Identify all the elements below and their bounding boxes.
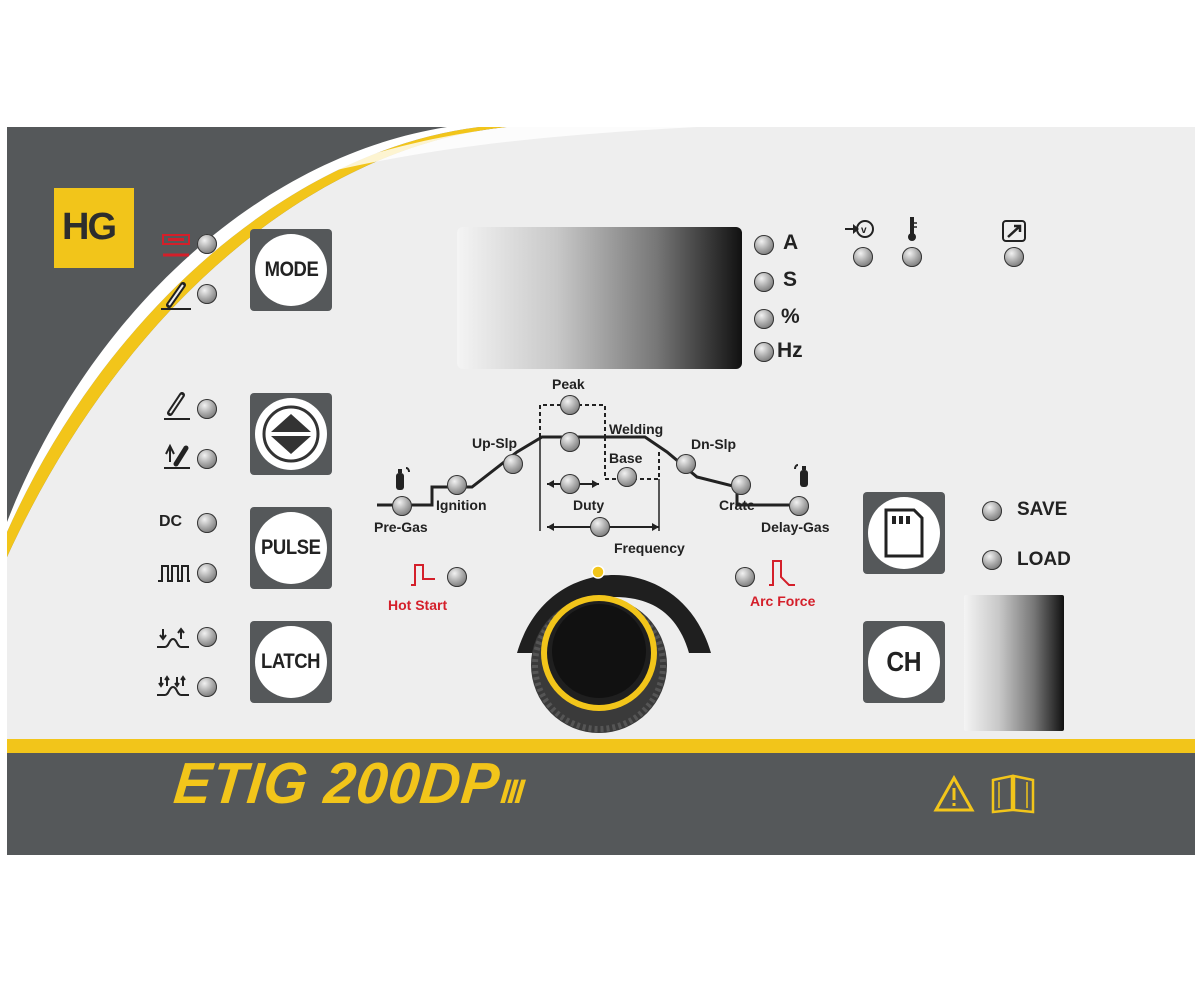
mode-stick-led — [197, 234, 217, 254]
welding-label: Welding — [609, 421, 664, 437]
latch-button-label: LATCH — [261, 650, 321, 673]
unit-a-led — [754, 235, 774, 255]
four-step-icon — [157, 675, 189, 696]
save-label: SAVE — [1017, 499, 1068, 520]
torch-lift-led — [197, 449, 217, 469]
stick-electrode-icon — [162, 234, 190, 257]
load-label: LOAD — [1017, 549, 1071, 570]
latch-button[interactable]: LATCH — [250, 621, 332, 703]
down-slope-label: Dn-Slp — [691, 436, 737, 452]
ignition-label: Ignition — [436, 497, 487, 513]
tig-torch-icon — [161, 282, 191, 310]
arc-force-label: Arc Force — [750, 593, 816, 609]
remote-control-icon — [1002, 220, 1026, 242]
warning-triangle-icon — [933, 775, 975, 812]
brand-logo-text: HG — [62, 206, 117, 248]
model-suffix: III — [498, 773, 525, 811]
delay-gas-label: Delay-Gas — [761, 519, 830, 535]
hot-start-label: Hot Start — [388, 597, 448, 613]
hot-start-led — [447, 567, 467, 587]
vrd-led — [853, 247, 873, 267]
delay-gas-led — [789, 496, 809, 516]
arc-force-icon — [769, 560, 795, 586]
unit-s-label: S — [783, 268, 798, 291]
peak-led — [560, 395, 580, 415]
gas-bottle-icon — [396, 467, 410, 490]
unit-percent-label: % — [781, 305, 800, 328]
up-slope-label: Up-Slp — [472, 435, 518, 451]
memory-button[interactable] — [863, 492, 945, 574]
duty-led — [560, 474, 580, 494]
current-adjust-button[interactable] — [250, 393, 332, 475]
svg-text:v: v — [861, 225, 867, 236]
torch-lift-icon — [164, 443, 190, 469]
two-step-icon — [157, 627, 189, 648]
dc-led — [197, 513, 217, 533]
mode-button-label: MODE — [264, 258, 318, 281]
unit-hz-label: Hz — [777, 339, 803, 362]
ignition-led — [447, 475, 467, 495]
remote-led — [1004, 247, 1024, 267]
unit-percent-led — [754, 309, 774, 329]
arc-force-led — [735, 567, 755, 587]
gas-bottle-delay-icon — [794, 464, 808, 487]
model-title: ETIG 200DPIII — [171, 750, 527, 817]
four-step-led — [197, 677, 217, 697]
dc-label: DC — [159, 513, 183, 530]
down-slope-led — [676, 454, 696, 474]
crate-led — [731, 475, 751, 495]
welder-control-panel: HG MODE DC — [7, 127, 1195, 855]
up-slope-led — [503, 454, 523, 474]
pulse-wave-icon — [158, 565, 190, 582]
pulse-led — [197, 563, 217, 583]
voltage-reduction-icon: v — [845, 220, 874, 238]
main-display — [457, 227, 742, 369]
mode-tig-led — [197, 284, 217, 304]
frequency-label: Frequency — [614, 540, 685, 556]
thermometer-icon — [908, 217, 917, 241]
unit-hz-led — [754, 342, 774, 362]
duty-label: Duty — [573, 497, 605, 513]
channel-display — [964, 595, 1064, 731]
overheat-led — [902, 247, 922, 267]
hot-start-icon — [411, 564, 435, 586]
sd-card-icon — [884, 508, 924, 558]
load-led — [982, 550, 1002, 570]
pre-gas-label: Pre-Gas — [374, 519, 428, 535]
peak-label: Peak — [552, 376, 585, 392]
save-led — [982, 501, 1002, 521]
two-step-led — [197, 627, 217, 647]
unit-s-led — [754, 272, 774, 292]
crate-label: Crate — [719, 497, 755, 513]
welding-led — [560, 432, 580, 452]
brand-logo: HG — [54, 188, 134, 268]
base-led — [617, 467, 637, 487]
pre-gas-led — [392, 496, 412, 516]
channel-button-label: CH — [886, 646, 922, 677]
adjust-knob[interactable] — [509, 565, 719, 745]
model-name: ETIG 200DP — [171, 751, 504, 816]
base-label: Base — [609, 450, 643, 466]
mode-button[interactable]: MODE — [250, 229, 332, 311]
pulse-button-label: PULSE — [261, 536, 321, 559]
manual-book-icon — [991, 774, 1035, 814]
up-down-arrows-icon — [262, 405, 320, 463]
frequency-led — [590, 517, 610, 537]
torch-hf-led — [197, 399, 217, 419]
torch-hf-icon — [164, 392, 190, 420]
unit-a-label: A — [783, 231, 799, 254]
pulse-button[interactable]: PULSE — [250, 507, 332, 589]
channel-button[interactable]: CH — [863, 621, 945, 703]
